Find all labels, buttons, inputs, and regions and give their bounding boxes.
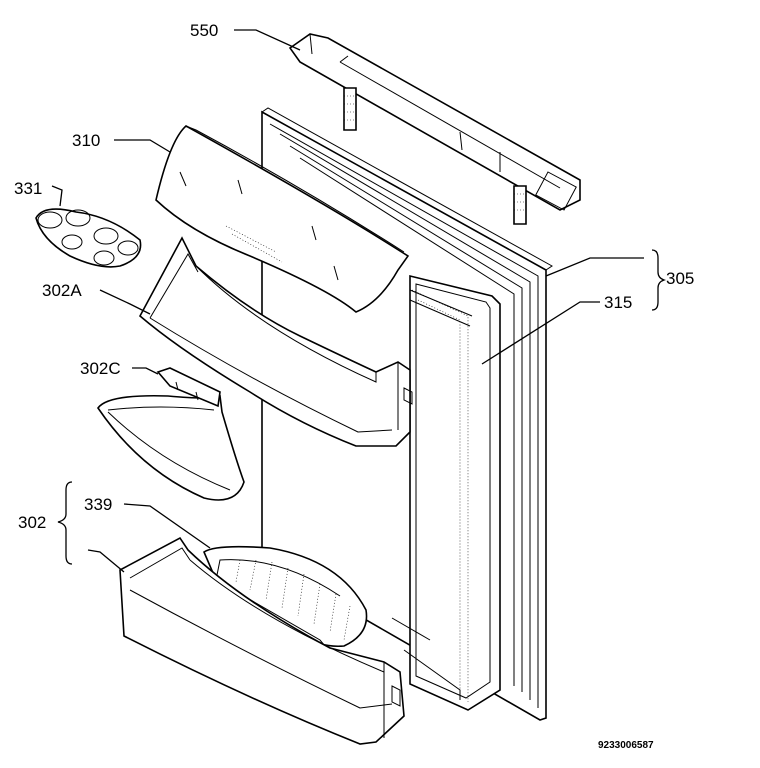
hinge-bar-550 [288, 33, 581, 225]
callout-302a: 302A [42, 281, 82, 300]
callout-302c: 302C [80, 359, 121, 378]
callout-331: 331 [14, 179, 42, 198]
shelf-cover-310 [155, 125, 410, 313]
small-shelf-302c [97, 367, 245, 501]
door-shelf-302a [138, 236, 413, 447]
callout-339: 339 [84, 495, 112, 514]
document-number: 9233006587 [598, 740, 654, 751]
callout-310: 310 [72, 131, 100, 150]
callout-315: 315 [604, 293, 632, 312]
door-shelf-302 [119, 536, 405, 745]
callout-302: 302 [18, 513, 46, 532]
leader-lines [51, 29, 667, 573]
callout-550: 550 [190, 21, 218, 40]
callout-305: 305 [666, 269, 694, 288]
egg-tray-331 [35, 208, 142, 268]
